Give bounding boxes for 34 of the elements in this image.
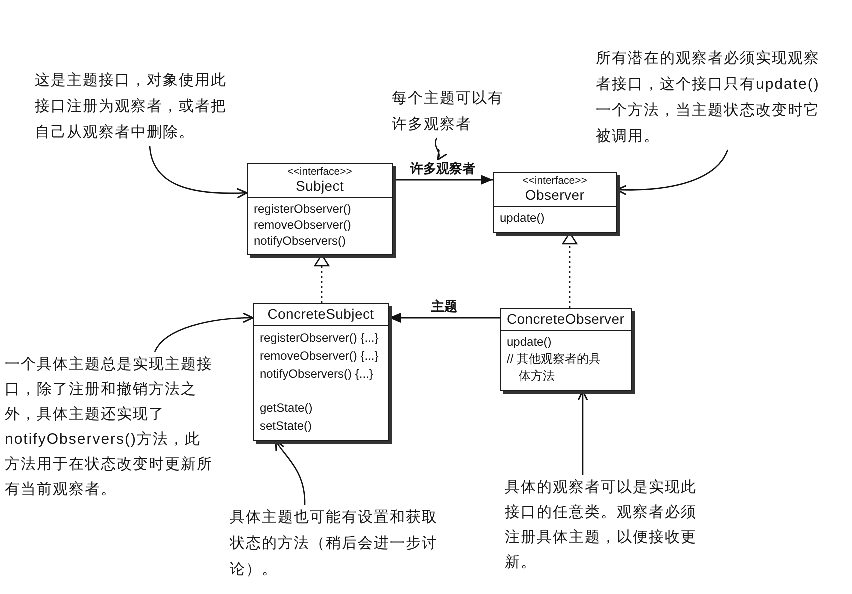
handwritten-note: 所有潜在的观察者必须实现观察者接口，这个接口只有update()一个方法，当主题状态改变时它被调用。: [596, 46, 832, 150]
class-box: [500, 308, 632, 391]
method-name: notifyObservers(): [254, 233, 346, 249]
interface-box: [493, 172, 617, 233]
method-name: update(): [500, 210, 545, 227]
association-arrow: [389, 313, 500, 323]
leader-arrow: [154, 312, 254, 352]
handwritten-note: 这是主题接口，对象使用此接口注册为观察者，或者把自己从观察者中删除。: [35, 68, 231, 146]
class-name: ConcreteObserver: [507, 311, 625, 327]
leader-arrow: [435, 138, 447, 161]
leader-arrow: [149, 146, 248, 199]
method-name: registerObserver() {...}: [260, 330, 379, 347]
handwritten-note: 具体主题也可能有设置和获取状态的方法（稍后会进一步讨论）。: [230, 505, 444, 583]
method-name: registerObserver(): [254, 201, 352, 217]
class-name: Observer: [525, 187, 585, 203]
code-comment: // 其他观察者的具体方法: [507, 351, 602, 385]
handwritten-note: 具体的观察者可以是实现此接口的任意类。观察者必须注册具体主题，以便接收更新。: [505, 475, 705, 575]
method-name: removeObserver(): [254, 217, 352, 233]
edge-label: 主题: [428, 300, 460, 316]
handwritten-note: 每个主题可以有许多观察者: [392, 86, 510, 138]
handwritten-note: 一个具体主题总是实现主题接口，除了注册和撤销方法之外，具体主题还实现了notifyObservers()方法，此方法用于在状态改变时更新所有当前观察者。: [5, 352, 217, 502]
association-arrow: [393, 175, 493, 185]
method-name: notifyObservers() {...}: [260, 366, 374, 383]
stereotype-label: <<interface>>: [522, 175, 588, 187]
class-name: Subject: [296, 178, 344, 194]
stereotype-label: <<interface>>: [288, 166, 352, 178]
interface-box: [247, 163, 393, 255]
edge-label: 许多观察者: [408, 162, 478, 178]
method-name: getState(): [260, 400, 313, 417]
method-name: update(): [507, 334, 552, 351]
method-name: setState(): [260, 418, 312, 435]
class-name: ConcreteSubject: [268, 306, 374, 322]
method-name: removeObserver() {...}: [260, 348, 379, 365]
class-box: [253, 303, 389, 441]
